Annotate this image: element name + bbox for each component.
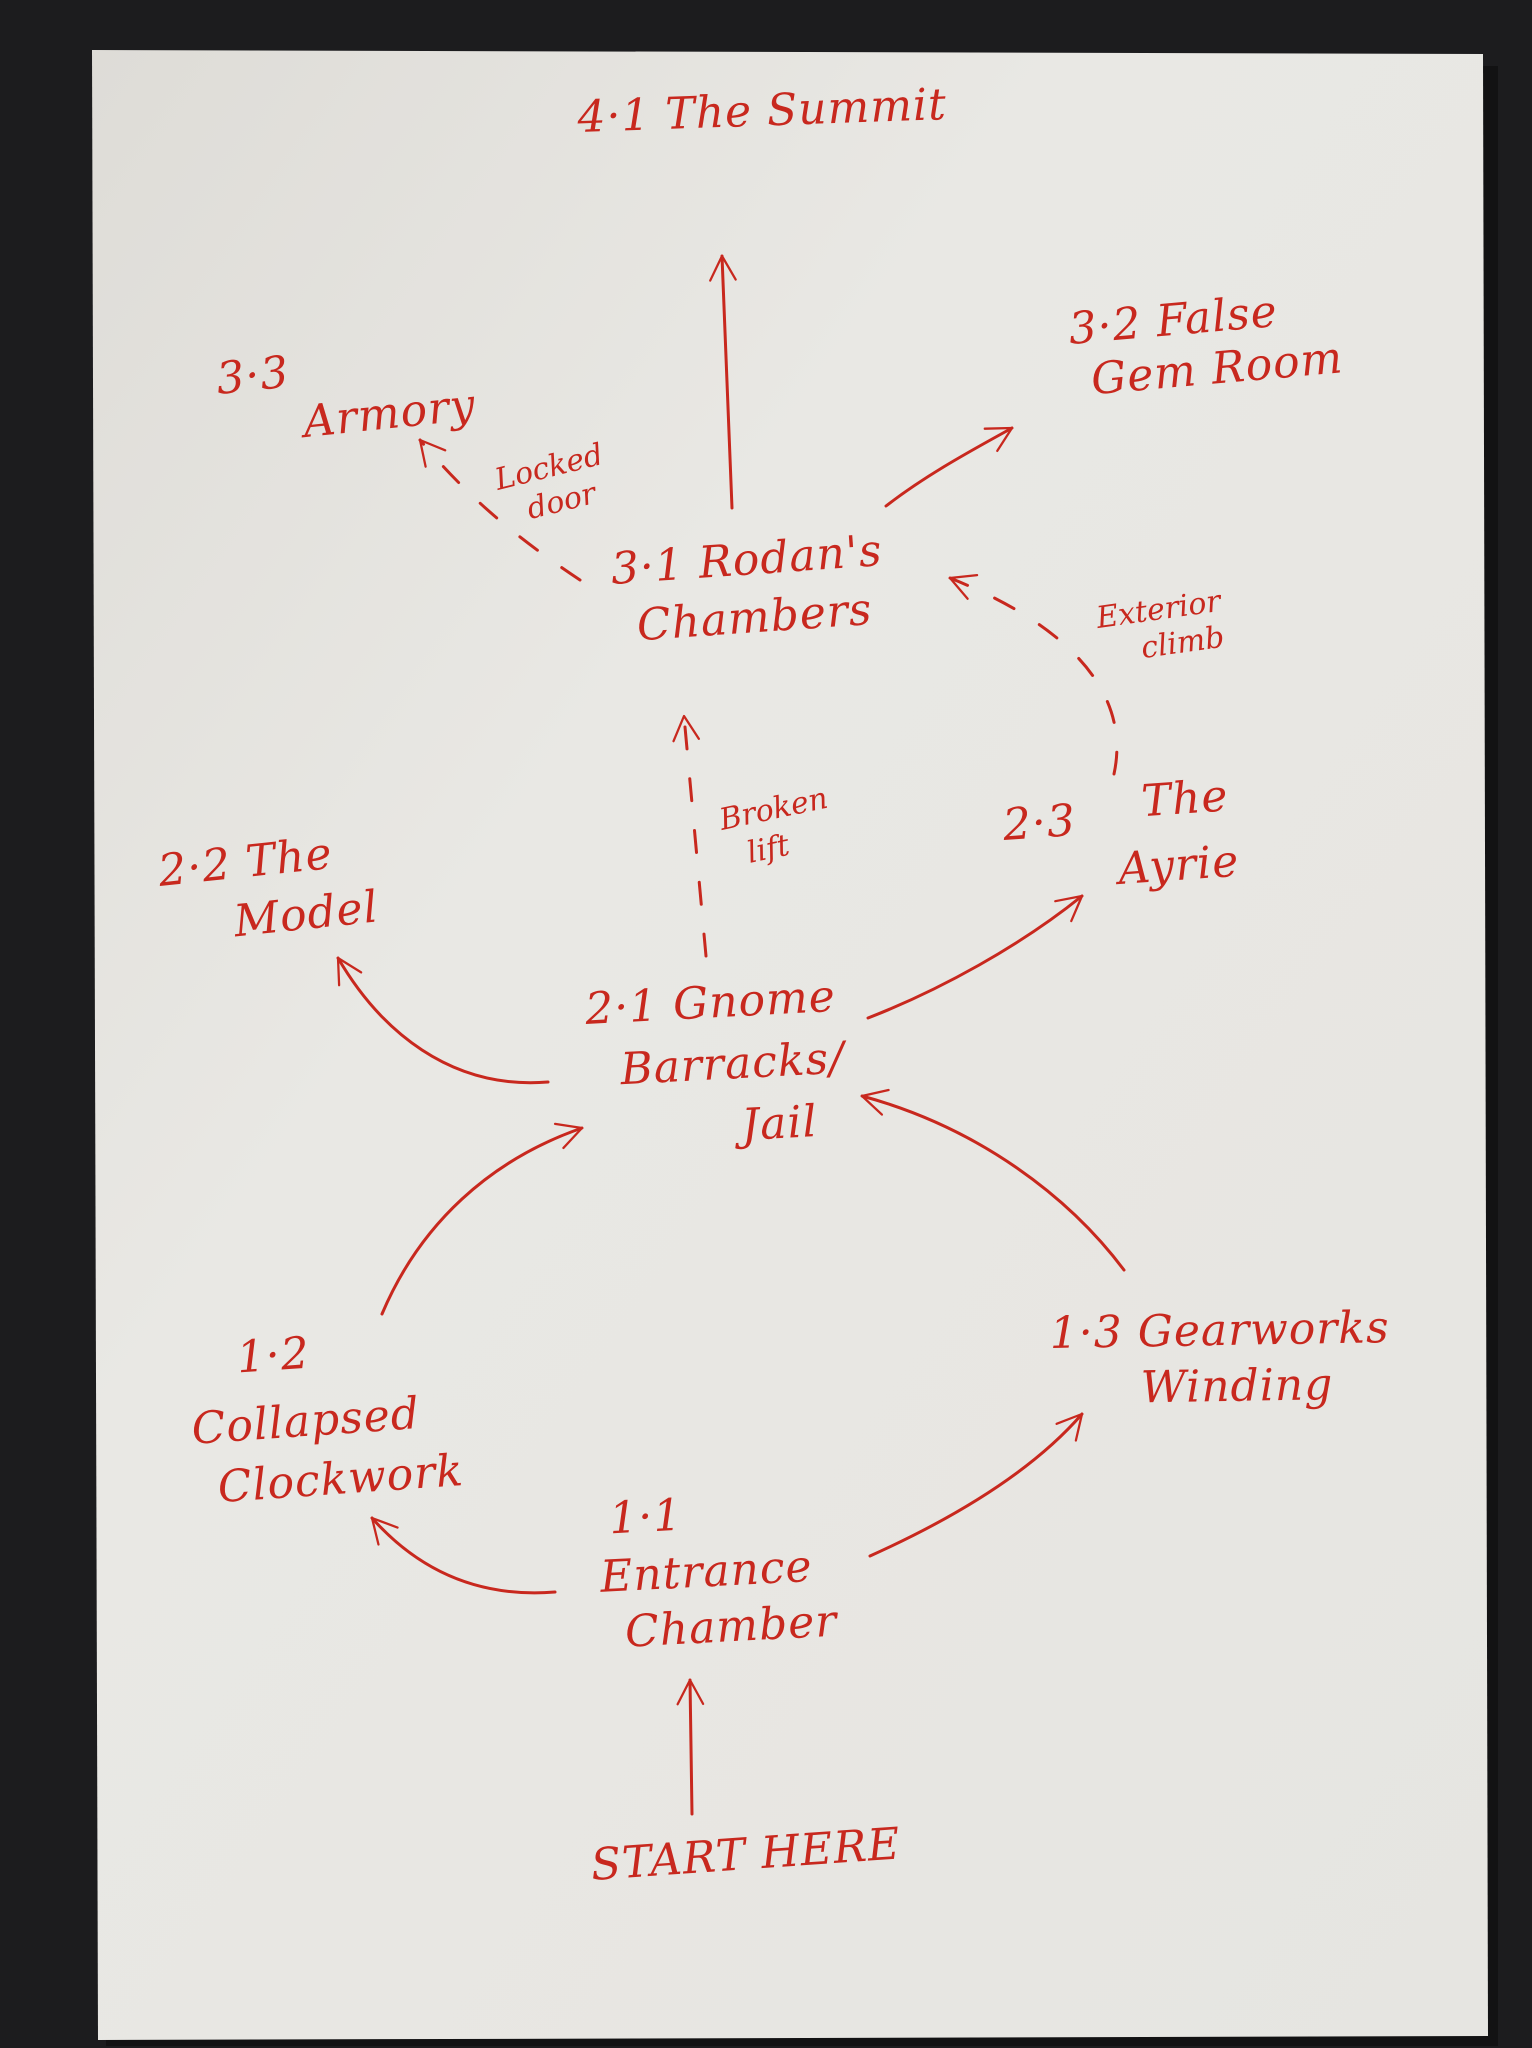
edge-rodan-to-false-gem xyxy=(884,426,1014,508)
edge-collapsed-to-barracks xyxy=(380,1122,584,1316)
edge-entrance-to-collapsed xyxy=(370,1516,557,1595)
edge-start-to-entrance xyxy=(676,1678,705,1816)
node-gearworks-winding: 1·3 Gearworks Winding xyxy=(1049,1302,1406,1415)
edge-entrance-to-gearworks xyxy=(868,1412,1084,1558)
node-the-aerie: 2·3 The Ayrie xyxy=(999,769,1249,903)
paper-sheet xyxy=(92,50,1488,2040)
edge-barracks-to-aerie xyxy=(866,894,1084,1020)
edge-aerie-to-rodan xyxy=(948,573,1119,776)
edge-barracks-to-model xyxy=(336,956,550,1085)
edge-rodan-to-armory xyxy=(418,438,582,582)
edge-barracks-to-rodan xyxy=(672,714,708,958)
edge-rodan-to-summit xyxy=(709,254,737,510)
edges-layer xyxy=(336,254,1126,1816)
node-gnome-barracks-jail: 2·1 Gnome Barracks/ Jail xyxy=(583,970,864,1159)
node-false-gem-room: 3·2 False Gem Room xyxy=(1067,281,1346,407)
node-entrance-chamber: 1·1 Entrance Chamber xyxy=(595,1482,840,1659)
edge-gearworks-to-barracks xyxy=(860,1088,1126,1272)
